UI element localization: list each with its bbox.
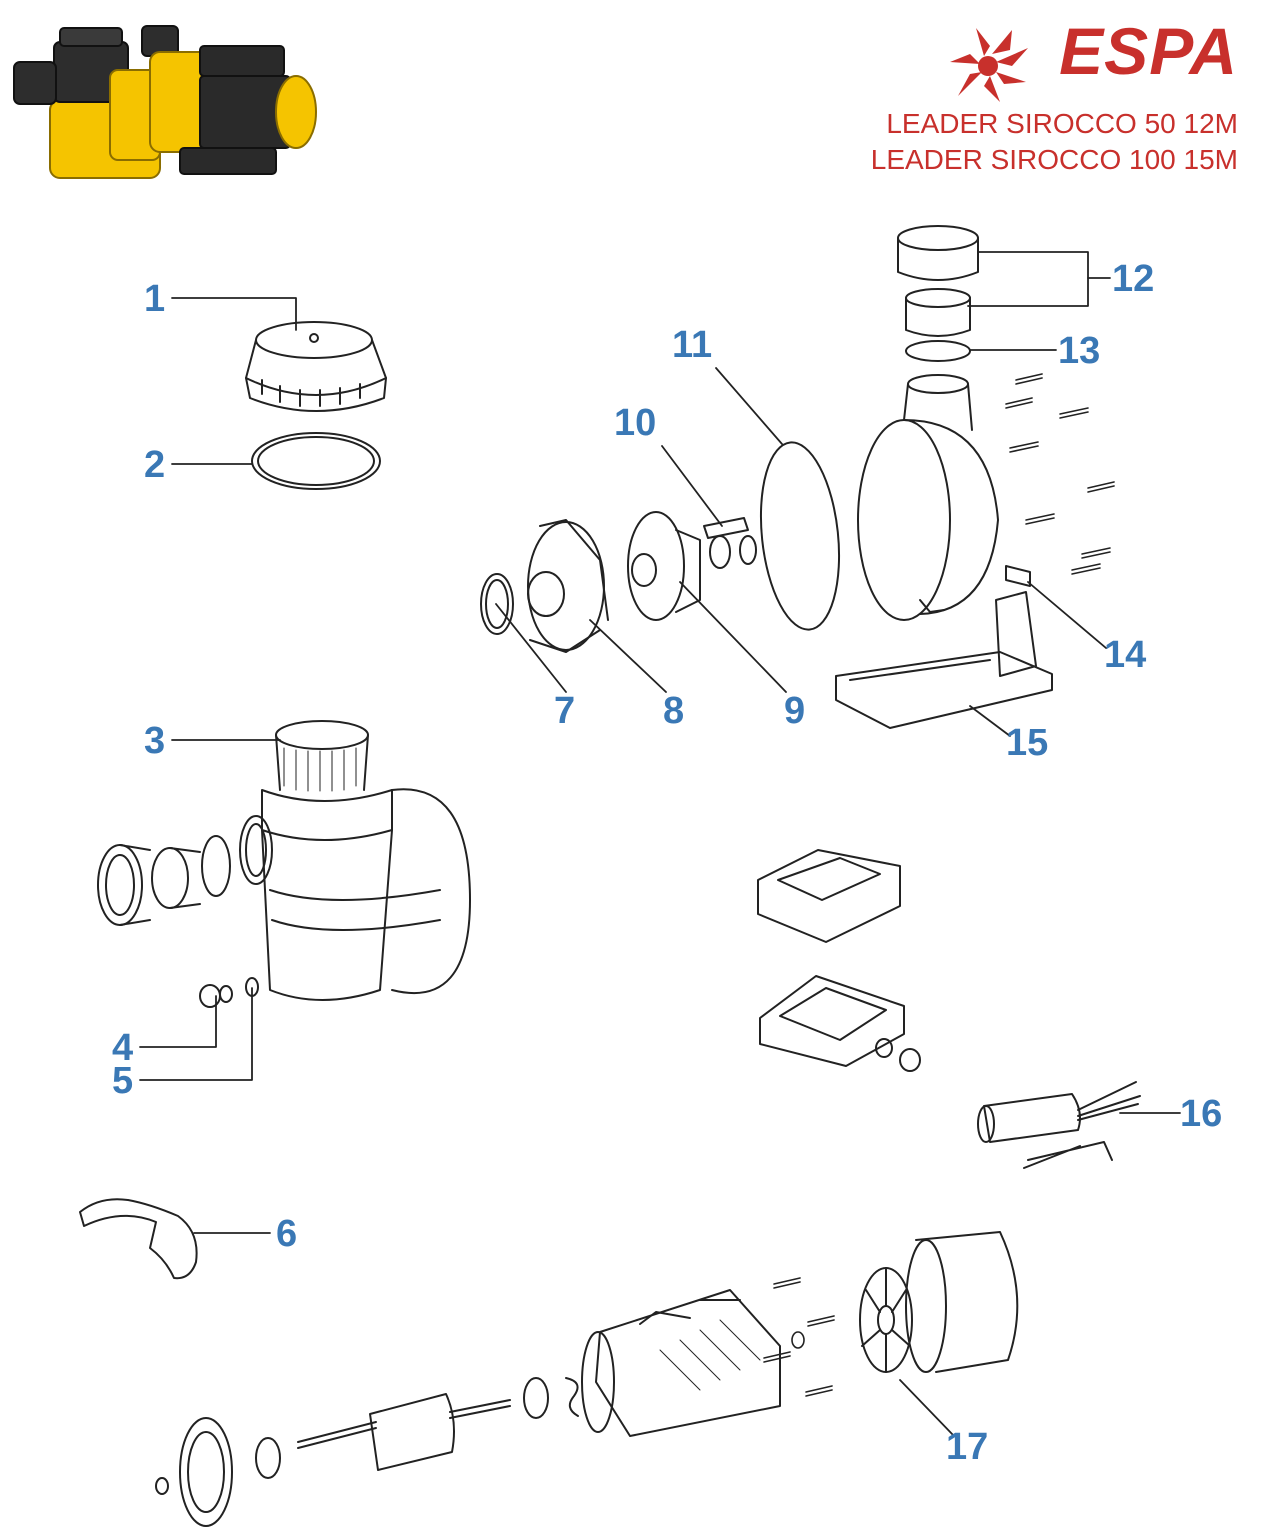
brand-name: ESPA — [1059, 14, 1238, 88]
part-label-13: 13 — [1058, 330, 1101, 372]
part-label-5: 5 — [112, 1060, 134, 1102]
part-11-pump-body-o-ring — [759, 441, 841, 631]
part-3-strainer-housing — [239, 720, 471, 1001]
terminal-box-base — [759, 975, 921, 1072]
part-label-17: 17 — [946, 1426, 989, 1468]
pump-volute-body — [857, 374, 999, 621]
fan-cover — [905, 1231, 1019, 1373]
espa-logo-icon — [950, 28, 1028, 102]
brand-logo: ESPA — [871, 18, 1238, 84]
part-label-16: 16 — [1180, 1093, 1223, 1135]
brand-header: ESPA LEADER SIROCCO 50 12M LEADER SIROCC… — [871, 18, 1238, 178]
model-name: LEADER SIROCCO 50 12M — [886, 108, 1238, 139]
part-label-1: 1 — [144, 278, 166, 320]
part-16-capacitor — [977, 1081, 1141, 1169]
part-8-diffuser — [527, 519, 609, 653]
part-1-strainer-lid — [245, 321, 387, 412]
motor-end-shield — [179, 1417, 233, 1527]
part-label-12: 12 — [1112, 258, 1155, 300]
part-17-cooling-fan — [859, 1267, 913, 1373]
part-label-11: 11 — [672, 324, 713, 366]
motor-housing — [581, 1289, 781, 1437]
pump-product-photo — [13, 25, 317, 179]
motor-rotor-shaft — [155, 1377, 579, 1495]
part-label-9: 9 — [784, 690, 806, 732]
model-list: LEADER SIROCCO 50 12M LEADER SIROCCO 100… — [871, 106, 1238, 178]
part-13-union-o-ring — [905, 340, 971, 362]
part-label-15: 15 — [1006, 722, 1049, 764]
part-3-union-set — [97, 835, 231, 926]
part-label-10: 10 — [614, 402, 657, 444]
part-label-7: 7 — [554, 690, 576, 732]
part-label-3: 3 — [144, 720, 166, 762]
part-10-mechanical-seal — [703, 517, 757, 569]
part-label-14: 14 — [1104, 634, 1147, 676]
part-label-8: 8 — [663, 690, 685, 732]
part-6-mounting-clamp — [79, 1198, 198, 1280]
part-label-2: 2 — [144, 444, 166, 486]
part-label-4: 4 — [112, 1027, 134, 1069]
part-2-lid-o-ring — [251, 432, 381, 490]
part-14-rubber-pad — [1005, 565, 1031, 587]
part-4-drain-plug — [199, 984, 233, 1008]
part-15-pump-base — [835, 591, 1053, 729]
model-name: LEADER SIROCCO 100 15M — [870, 144, 1238, 175]
leader-lines — [139, 251, 1181, 1437]
part-label-6: 6 — [276, 1213, 298, 1255]
fan-cover-screws — [763, 1277, 835, 1397]
part-9-impeller — [627, 511, 701, 621]
part-5-drain-o-ring — [245, 977, 259, 997]
part-7-diffuser-seal — [480, 573, 514, 635]
terminal-box-cover — [757, 849, 901, 943]
part-12-outlet-union — [897, 225, 979, 337]
volute-bolts — [1005, 373, 1115, 575]
